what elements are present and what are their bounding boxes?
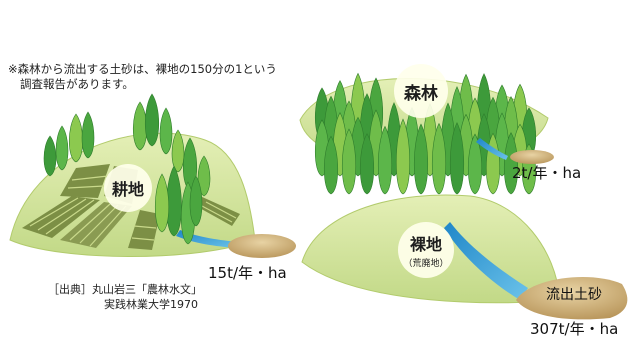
forest-label: 森林 [404, 83, 438, 104]
tree [378, 125, 392, 195]
farmland-hill [9, 93, 296, 258]
tree [159, 107, 173, 155]
source-line-1: ［出典］丸山岩三「農林水文」 [48, 283, 202, 296]
tree [432, 122, 446, 195]
tree [395, 118, 411, 195]
crop-fields [22, 164, 240, 250]
bare-land-badge: 裸地 （荒廃地） [398, 222, 454, 278]
tree [171, 129, 185, 173]
bare-land-label: 裸地 [409, 235, 442, 254]
tree [342, 128, 356, 195]
forest-trees [314, 72, 537, 195]
tree [144, 93, 160, 147]
tree [504, 132, 518, 195]
tree [68, 113, 84, 163]
forest-stream [476, 138, 508, 160]
tree [324, 135, 338, 195]
forest-badge: 森林 [394, 64, 448, 118]
bare-land-stream [444, 222, 528, 300]
source-line-2: 実践林業大学1970 [104, 298, 198, 311]
farmland-rate: 15t/年・ha [208, 264, 287, 282]
note-line-2: 調査報告があります。 [20, 77, 134, 91]
note-line-1: ※森林から流出する土砂は、裸地の150分の1という [8, 62, 277, 76]
tree [468, 133, 482, 195]
bare-land-rate: 307t/年・ha [530, 320, 619, 338]
sediment-label: 流出土砂 [546, 287, 602, 303]
tree [43, 135, 57, 177]
tree [360, 133, 374, 195]
tree [55, 125, 69, 171]
source-citation: ［出典］丸山岩三「農林水文」 実践林業大学1970 [48, 282, 202, 312]
farmland-label: 耕地 [111, 180, 144, 199]
tree [155, 173, 169, 233]
tree [189, 175, 203, 227]
bare-land-sublabel: （荒廃地） [403, 259, 449, 269]
bare-land-sediment-pile [516, 277, 628, 320]
farmland-trees [43, 93, 211, 245]
tree [81, 111, 95, 159]
tree [414, 123, 428, 195]
tree [132, 101, 148, 151]
farmland-badge: 耕地 [104, 164, 152, 212]
forest-sediment-pile [510, 150, 554, 164]
tree [197, 155, 211, 197]
research-note: ※森林から流出する土砂は、裸地の150分の1という 調査報告があります。 [8, 62, 277, 92]
forest-rate: 2t/年・ha [512, 164, 582, 182]
farmland-sediment-pile [228, 234, 296, 258]
forest-hill [299, 72, 554, 195]
tree [166, 165, 182, 237]
tree [450, 122, 464, 195]
